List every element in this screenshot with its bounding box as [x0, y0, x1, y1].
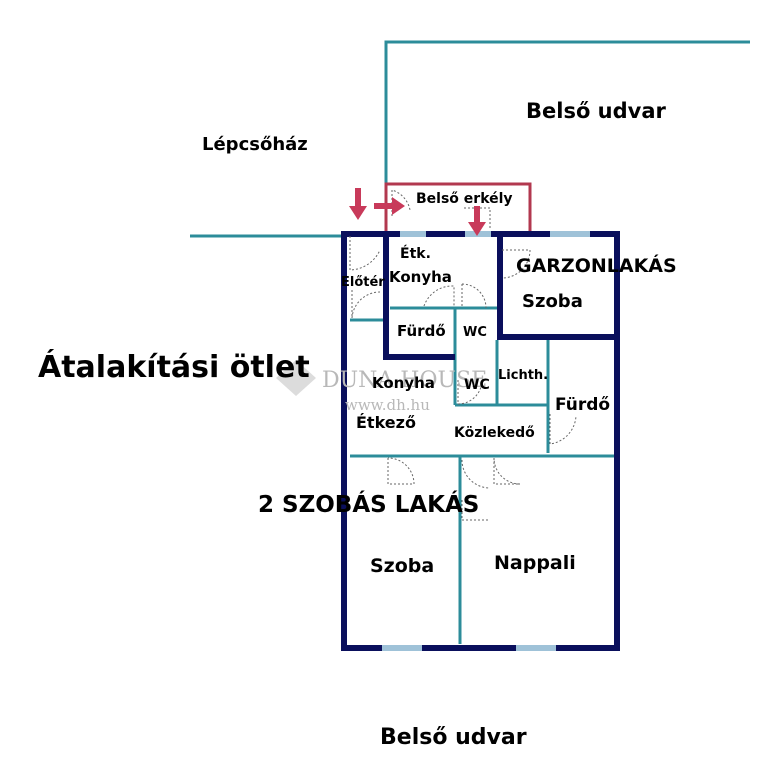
door-hall: [351, 290, 381, 319]
door-entrance: [349, 236, 381, 271]
doors: [349, 189, 577, 521]
garconniere-room-label: Szoba: [522, 291, 583, 312]
door-balcony-main: [391, 189, 411, 216]
garconniere-wall: [497, 234, 617, 340]
arrow-right-icon: [374, 197, 405, 215]
kitchen-block-wall: [383, 234, 455, 360]
logo-icon: [276, 360, 316, 396]
watermark: DUNA HOUSE www.dh.hu: [276, 360, 487, 414]
light-shaft-label: Lichth.: [498, 368, 548, 383]
door-wc-top: [461, 283, 487, 309]
title-label: Átalakítási ötlet: [38, 349, 310, 385]
dining-small-label: Étk.: [400, 245, 431, 262]
courtyard-top-label: Belső udvar: [526, 99, 667, 123]
arrow-down-icon: [468, 206, 486, 236]
bath-label: Fürdő: [555, 395, 610, 415]
door-room: [387, 457, 415, 485]
door-kitchen-top: [423, 285, 455, 307]
window-bottom-left: [382, 645, 422, 651]
wc-top-label: WC: [463, 325, 487, 340]
door-garconniere: [501, 249, 531, 279]
bath-small-label: Fürdő: [397, 322, 446, 340]
door-wc-bottom: [457, 379, 483, 405]
corridor-label: Közlekedő: [454, 425, 535, 441]
courtyard-bottom-label: Belső udvar: [380, 725, 527, 750]
door-rooms-join: [461, 459, 491, 489]
balcony-label: Belső erkély: [416, 191, 513, 207]
room-label: Szoba: [370, 555, 434, 577]
kitchen-top-label: Konyha: [389, 268, 452, 286]
garconniere-label: GARZONLAKÁS: [516, 254, 677, 277]
window-top-right: [550, 231, 590, 237]
door-bath: [549, 414, 577, 445]
stairwell-label: Lépcsőház: [202, 134, 308, 155]
window-bottom-right: [516, 645, 556, 651]
window-top-left: [400, 231, 426, 237]
labels: Belső udvar Lépcsőház Belső erkély Átala…: [38, 99, 677, 750]
watermark-url: www.dh.hu: [345, 396, 430, 414]
entry-arrows: [349, 188, 486, 236]
living-label: Nappali: [494, 552, 576, 574]
door-living: [493, 457, 521, 485]
watermark-brand: DUNA HOUSE: [322, 368, 487, 393]
kitchen-label: Konyha: [372, 374, 435, 392]
boundary-lines: [190, 40, 750, 238]
courtyard-boundary: [384, 40, 750, 234]
wc-bottom-label: WC: [464, 377, 490, 393]
arrow-down-icon: [349, 188, 367, 220]
door-corridor: [461, 500, 490, 521]
hall-label: Előtér: [341, 275, 385, 290]
two-room-label: 2 SZOBÁS LAKÁS: [258, 490, 479, 518]
door-balcony-side: [464, 207, 491, 230]
dining-label: Étkező: [356, 413, 416, 432]
